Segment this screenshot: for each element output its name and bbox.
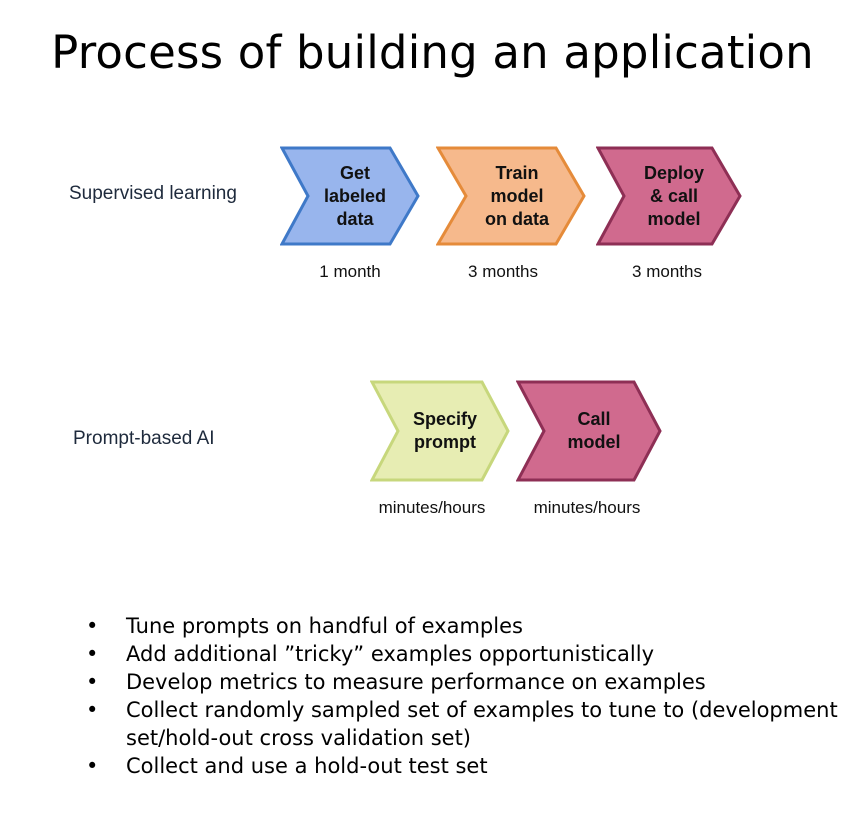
bullet-list: • Tune prompts on handful of examples • Ad… [86,612,846,780]
step-text-line: Deploy [643,162,704,183]
step-text-line: model [647,208,701,229]
bullet-icon: • [86,670,99,694]
step-text-line: data [336,208,374,229]
step-text-line: prompt [414,432,476,452]
chevron-shape [370,380,510,482]
step-call-model: Call model [516,380,662,482]
step-deploy-call-model: Deploy & call model [596,146,742,246]
page-title: Process of building an application [51,26,814,79]
step-text-line: & call [649,185,698,206]
step-text-line: Get [339,162,370,183]
step-text-line: on data [484,208,549,229]
bullet-item: • Add additional ”tricky” examples opport… [86,640,846,668]
duration-label: minutes/hours [533,498,641,517]
bullet-item: • Collect and use a hold-out test set [86,752,846,780]
bullet-text: Add additional ”tricky” examples opportu… [126,642,655,666]
step-text-line: Train [495,162,539,183]
bullet-text: Collect and use a hold-out test set [126,754,488,778]
duration-label: 3 months [632,262,702,281]
step-text-line: model [490,185,544,206]
chevron-shape [436,146,586,246]
chevron-shape [596,146,742,246]
bullet-item: • Collect randomly sampled set of example… [86,696,846,752]
step-text-line: model [567,432,621,452]
chevron-shape [280,146,420,246]
bullet-icon: • [86,642,99,666]
step-text-line: Call [577,409,611,429]
bullet-text: Develop metrics to measure performance o… [126,670,706,694]
prompt-based-ai-label: Prompt-based AI [73,428,215,449]
bullet-item: • Tune prompts on handful of examples [86,612,846,640]
bullet-text: Tune prompts on handful of examples [126,614,523,638]
duration-label: 1 month [319,262,381,281]
bullet-icon: • [86,754,99,778]
duration-label: minutes/hours [378,498,486,517]
step-specify-prompt: Specify prompt [370,380,510,482]
bullet-icon: • [86,614,99,638]
step-train-model: Train model on data [436,146,586,246]
duration-label: 3 months [468,262,538,281]
step-get-labeled-data: Get labeled data [280,146,420,246]
step-text-line: labeled [323,185,387,206]
bullet-text: Collect randomly sampled set of examples… [126,698,838,750]
step-text-line: Specify [412,409,478,429]
chevron-shape [516,380,662,482]
bullet-item: • Develop metrics to measure performance … [86,668,846,696]
supervised-learning-label: Supervised learning [69,183,237,204]
bullet-icon: • [86,698,99,722]
